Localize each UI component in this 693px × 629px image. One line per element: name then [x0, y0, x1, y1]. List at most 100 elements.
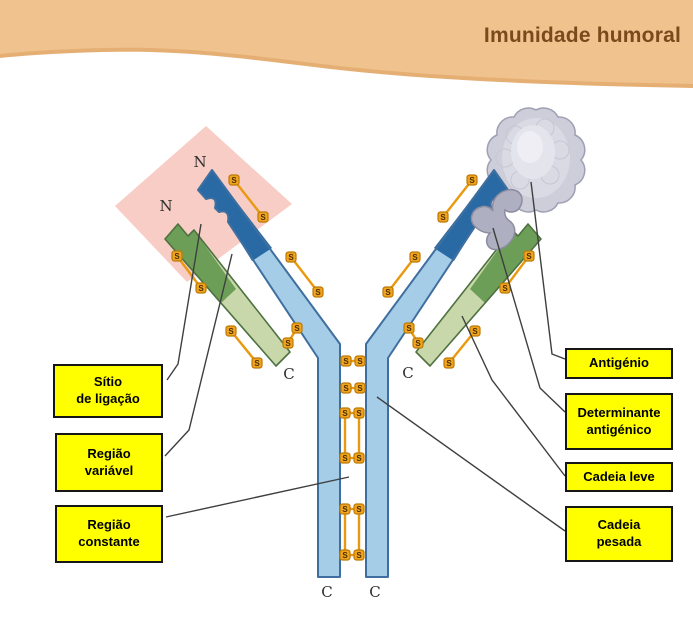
callout-text-line: Região [87, 445, 131, 461]
callout-cadeia-leve: Cadeia leve [565, 462, 673, 492]
variable-region-light-left [165, 224, 236, 303]
disulfide-s-box [412, 337, 424, 349]
light-chain-left [164, 223, 291, 367]
disulfide-s-box [312, 286, 324, 298]
disulfide-s-box [354, 382, 366, 394]
cadeia-leve-line [461, 315, 566, 477]
disulfide-s-label: S [342, 409, 348, 418]
disulfide-s-box [225, 325, 237, 337]
disulfide-s-label: S [472, 327, 478, 336]
disulfide-s-box [340, 355, 352, 367]
disulfide-s-label: S [343, 384, 349, 393]
disulfide-s-label: S [357, 357, 363, 366]
heavy-chain-left [197, 169, 341, 578]
callout-pointer-lines [164, 181, 566, 532]
disulfide-s-box [469, 325, 481, 337]
disulfide-s-label: S [440, 213, 446, 222]
disulfide-s-box [409, 251, 421, 263]
regiao-variavel-line [164, 253, 233, 457]
callout-antigenio: Antigénio [565, 348, 673, 379]
page-title: Imunidade humoral [483, 24, 681, 47]
cadeia-pesada-line [376, 396, 566, 532]
disulfide-s-label: S [294, 324, 300, 333]
disulfide-s-label: S [469, 176, 475, 185]
disulfide-s-label: S [356, 409, 362, 418]
disulfide-s-label: S [315, 288, 321, 297]
callout-text-line: Região [87, 517, 131, 533]
disulfide-s-box [353, 549, 365, 561]
disulfide-s-label: S [342, 454, 348, 463]
disulfide-s-label: S [356, 454, 362, 463]
variable-region-light-right [470, 224, 541, 303]
disulfide-s-box [339, 503, 351, 515]
disulfide-s-box [340, 382, 352, 394]
disulfide-s-box [171, 250, 183, 262]
callout-regiao-variavel: Região variável [55, 433, 163, 492]
callout-text-line: Antigénio [589, 355, 649, 371]
disulfide-s-box [228, 174, 240, 186]
terminal-labels: N N C C C C [159, 153, 413, 601]
callout-text-line: de ligação [76, 391, 140, 406]
disulfide-s-label: S [385, 288, 391, 297]
disulfide-s-box [523, 250, 535, 262]
disulfide-s-box [291, 322, 303, 334]
c-terminal-label: C [402, 364, 413, 382]
disulfide-s-box [339, 549, 351, 561]
callout-text-line: pesada [596, 534, 642, 549]
disulfide-s-box [437, 211, 449, 223]
disulfide-s-label: S [260, 213, 266, 222]
disulfide-s-box [353, 407, 365, 419]
disulfide-s-label: S [446, 359, 452, 368]
antigen-cloud [486, 107, 586, 213]
callout-text-line: antigénico [586, 421, 652, 437]
sitio-de-ligacao-line [166, 223, 202, 381]
variable-region-heavy-left [198, 170, 272, 261]
disulfide-s-label: S [288, 253, 294, 262]
n-terminal-label: N [159, 197, 172, 215]
callout-text-line: Cadeia [597, 517, 641, 533]
disulfide-s-label: S [415, 339, 421, 348]
disulfide-s-label: S [285, 339, 291, 348]
disulfide-s-label: S [231, 176, 237, 185]
callout-text-line: Sítio [93, 374, 123, 390]
disulfide-s-label: S [502, 284, 508, 293]
c-terminal-label: C [321, 583, 332, 601]
regiao-constante-line [165, 476, 350, 518]
disulfide-s-box [353, 503, 365, 515]
disulfide-s-label: S [356, 505, 362, 514]
disulfide-s-label: S [174, 252, 180, 261]
n-terminal-label: N [193, 153, 206, 171]
disulfide-s-label: S [198, 284, 204, 293]
antigenio-line [530, 181, 566, 360]
disulfide-s-label: S [412, 253, 418, 262]
callout-cadeia-pesada: Cadeia pesada [565, 506, 673, 562]
binding-site-highlight [115, 126, 292, 282]
disulfide-s-box [285, 251, 297, 263]
light-chain-right [415, 223, 542, 367]
disulfide-s-label: S [342, 505, 348, 514]
disulfide-s-box [354, 355, 366, 367]
c-terminal-label: C [283, 365, 294, 383]
disulfide-s-box [443, 357, 455, 369]
banner-wave [0, 0, 693, 84]
callout-text-line: variável [84, 462, 134, 478]
disulfide-s-box [353, 452, 365, 464]
disulfide-s-box [466, 174, 478, 186]
callout-text-line: Cadeia leve [583, 468, 655, 484]
disulfide-s-label: S [526, 252, 532, 261]
callout-determinante-antigenico: Determinante antigénico [565, 393, 673, 450]
callout-regiao-constante: Região constante [55, 505, 163, 563]
disulfide-s-box [251, 357, 263, 369]
disulfide-s-box [195, 282, 207, 294]
disulfide-s-label: S [357, 384, 363, 393]
disulfide-s-label: S [343, 357, 349, 366]
antigenic-determinant [470, 188, 523, 251]
callout-sitio-de-ligacao: Sítio de ligação [53, 364, 163, 418]
disulfide-s-label: S [406, 324, 412, 333]
callout-text-line: constante [78, 534, 140, 549]
c-terminal-label: C [369, 583, 380, 601]
disulfide-s-box [282, 337, 294, 349]
